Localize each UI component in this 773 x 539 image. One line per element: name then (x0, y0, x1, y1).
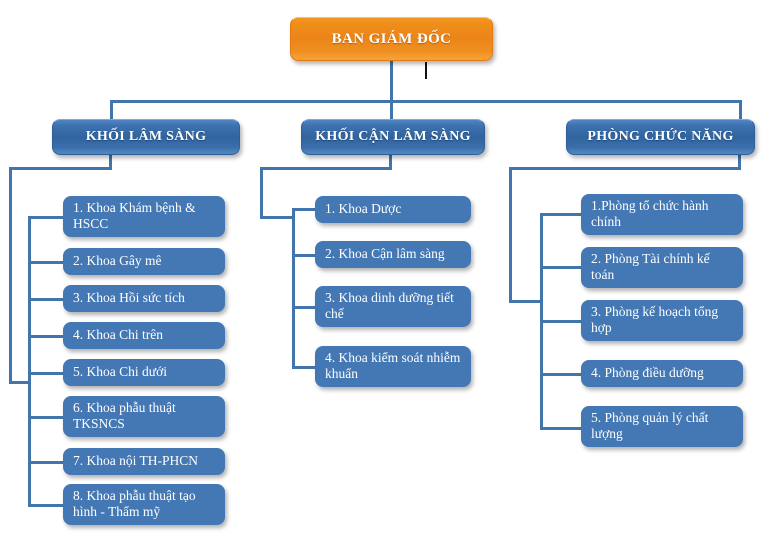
leaf-node[interactable]: 1. Khoa Dược (315, 196, 471, 223)
connector-b1-leaf-4 (28, 335, 64, 338)
leaf-label: 6. Khoa phẫu thuật TKSNCS (73, 399, 176, 431)
connector-root-stem (390, 58, 393, 103)
connector-b3-leaf-5 (540, 427, 582, 430)
leaf-node[interactable]: 3. Phòng kế hoạch tổng hợp (581, 300, 743, 341)
leaf-node[interactable]: 1.Phòng tổ chức hành chính (581, 194, 743, 235)
connector-b1-spine (28, 216, 31, 506)
leaf-label: 1. Khoa Khám bệnh & HSCC (73, 199, 196, 231)
connector-b1-leaf-1 (28, 216, 64, 219)
node-label: PHÒNG CHỨC NĂNG (587, 129, 734, 144)
connector-b1-leaf-6 (28, 416, 64, 419)
connector-b3-outer-bottom (509, 300, 543, 303)
connector-b1-leaf-5 (28, 372, 64, 375)
leaf-node[interactable]: 1. Khoa Khám bệnh & HSCC (63, 196, 225, 237)
connector-b3-outer-stem (738, 155, 741, 170)
connector-b3-leaf-3 (540, 320, 582, 323)
leaf-node[interactable]: 2. Khoa Gây mê (63, 248, 225, 275)
connector-b2-leaf-3 (292, 306, 316, 309)
connector-b1-leaf-2 (28, 261, 64, 264)
leaf-node[interactable]: 5. Khoa Chi dưới (63, 359, 225, 386)
connector-b1-leaf-8 (28, 504, 64, 507)
connector-b2-spine (292, 208, 295, 368)
connector-b3-leaf-2 (540, 266, 582, 269)
connector-b1-outer-top (9, 167, 112, 170)
leaf-node[interactable]: 3. Khoa Hồi sức tích (63, 285, 225, 312)
leaf-node[interactable]: 7. Khoa nội TH-PHCN (63, 448, 225, 475)
leaf-label: 3. Khoa Hồi sức tích (73, 289, 185, 305)
connector-b2-leaf-2 (292, 254, 316, 257)
leaf-label: 3. Phòng kế hoạch tổng hợp (591, 303, 719, 335)
leaf-label: 4. Khoa kiểm soát nhiễm khuẩn (325, 349, 461, 381)
leaf-label: 5. Phòng quản lý chất lượng (591, 409, 709, 441)
connector-b2-outer-bottom (260, 216, 295, 219)
leaf-node[interactable]: 5. Phòng quản lý chất lượng (581, 406, 743, 447)
node-ban-giam-doc[interactable]: BAN GIÁM ĐỐC (290, 17, 493, 61)
connector-level2-bus (110, 100, 742, 103)
connector-b3-outer-down (509, 167, 512, 302)
connector-b3-leaf-1 (540, 213, 582, 216)
connector-b1-leaf-3 (28, 298, 64, 301)
connector-b1-outer-stem (109, 155, 112, 170)
leaf-label: 1.Phòng tổ chức hành chính (591, 197, 709, 229)
connector-b3-leaf-4 (540, 373, 582, 376)
connector-b2-outer-top (260, 167, 392, 170)
node-phong-chuc-nang[interactable]: PHÒNG CHỨC NĂNG (566, 119, 755, 155)
leaf-label: 2. Khoa Gây mê (73, 252, 162, 268)
connector-b2-outer-stem (389, 155, 392, 170)
connector-b2-leaf-1 (292, 208, 316, 211)
connector-b1-outer-down (9, 167, 12, 384)
text-caret-artifact (425, 62, 427, 79)
leaf-label: 8. Khoa phẫu thuật tạo hình - Thẩm mỹ (73, 487, 196, 519)
connector-drop-branch-3 (739, 100, 742, 120)
leaf-label: 1. Khoa Dược (325, 200, 402, 216)
connector-b2-outer-down (260, 167, 263, 219)
leaf-node[interactable]: 2. Khoa Cận lâm sàng (315, 241, 471, 268)
node-label: KHỐI LÂM SÀNG (85, 129, 207, 144)
leaf-label: 2. Khoa Cận lâm sàng (325, 245, 445, 261)
leaf-node[interactable]: 3. Khoa dinh dưỡng tiết chế (315, 286, 471, 327)
node-khoi-lam-sang[interactable]: KHỐI LÂM SÀNG (52, 119, 240, 155)
leaf-label: 2. Phòng Tài chính kế toán (591, 250, 710, 282)
leaf-label: 3. Khoa dinh dưỡng tiết chế (325, 289, 454, 321)
leaf-node[interactable]: 8. Khoa phẫu thuật tạo hình - Thẩm mỹ (63, 484, 225, 525)
connector-b1-leaf-7 (28, 461, 64, 464)
connector-drop-branch-2 (390, 100, 393, 120)
node-label: KHỐI CẬN LÂM SÀNG (315, 129, 471, 144)
connector-b2-leaf-4 (292, 366, 316, 369)
leaf-label: 5. Khoa Chi dưới (73, 363, 167, 379)
connector-drop-branch-1 (110, 100, 113, 120)
leaf-node[interactable]: 4. Phòng điều dưỡng (581, 360, 743, 387)
connector-b3-outer-top (509, 167, 741, 170)
leaf-label: 4. Phòng điều dưỡng (591, 364, 704, 380)
leaf-node[interactable]: 2. Phòng Tài chính kế toán (581, 247, 743, 288)
leaf-label: 4. Khoa Chi trên (73, 326, 163, 342)
leaf-node[interactable]: 4. Khoa kiểm soát nhiễm khuẩn (315, 346, 471, 387)
leaf-node[interactable]: 4. Khoa Chi trên (63, 322, 225, 349)
leaf-node[interactable]: 6. Khoa phẫu thuật TKSNCS (63, 396, 225, 437)
leaf-label: 7. Khoa nội TH-PHCN (73, 452, 199, 468)
node-khoi-can-lam-sang[interactable]: KHỐI CẬN LÂM SÀNG (301, 119, 485, 155)
node-label: BAN GIÁM ĐỐC (331, 30, 452, 47)
connector-b1-outer-bottom (9, 381, 31, 384)
